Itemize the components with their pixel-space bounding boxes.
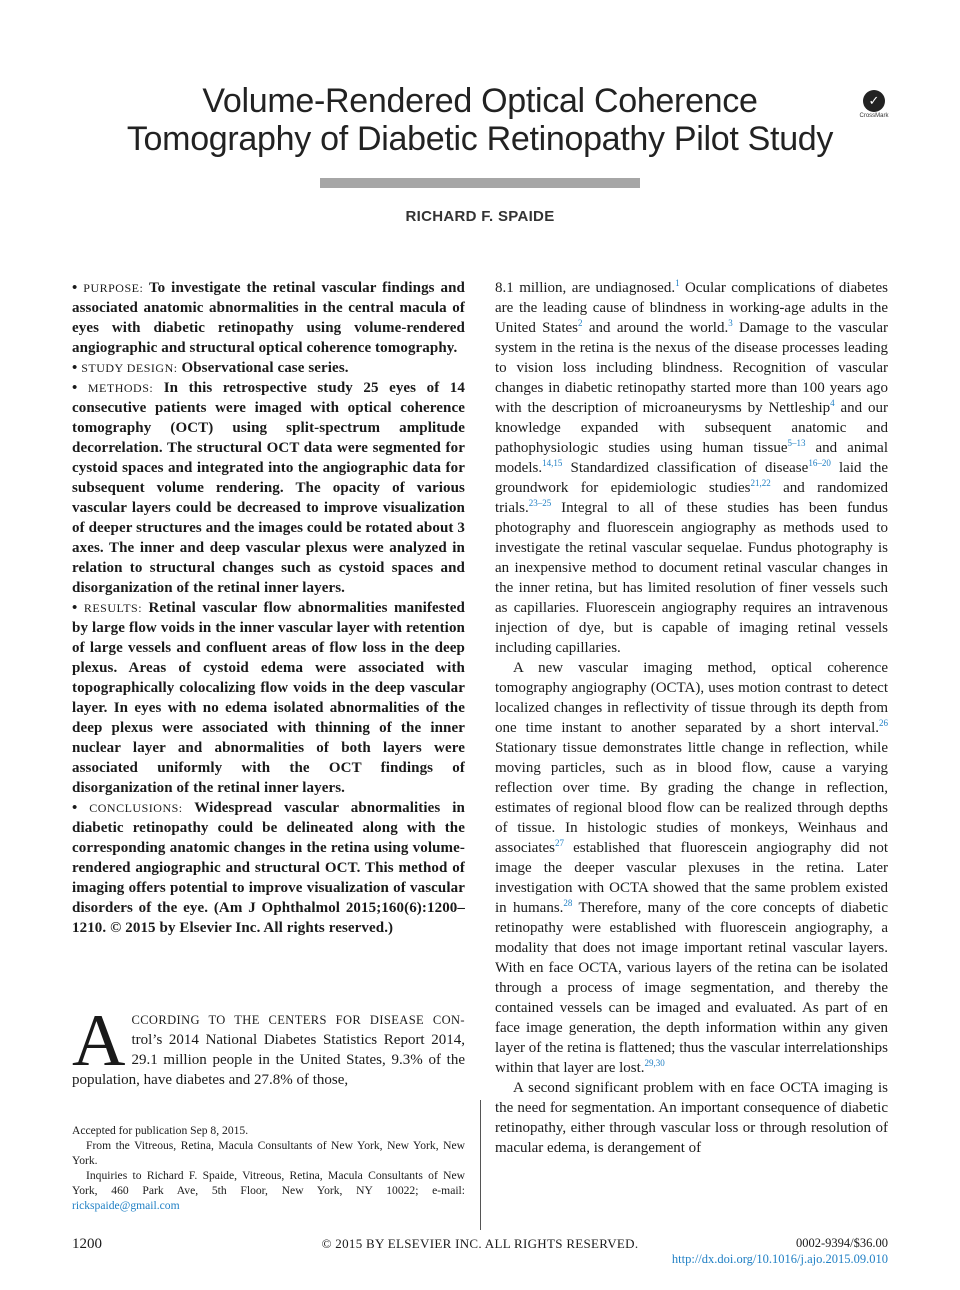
results-text: Retinal vascular flow abnormalities mani… bbox=[72, 600, 465, 796]
abstract-methods: • METHODS: In this retrospective study 2… bbox=[72, 380, 466, 596]
methods-label: METHODS: bbox=[87, 381, 154, 395]
purpose-label: PURPOSE: bbox=[83, 281, 144, 295]
copyright-line: © 2015 BY ELSEVIER INC. ALL RIGHTS RESER… bbox=[321, 1236, 639, 1251]
crossmark-label: CrossMark bbox=[859, 113, 889, 119]
intro-paragraph: A CCORDING TO THE CENTERS FOR DISEASE CON… bbox=[72, 1000, 465, 1090]
footnote-affiliation: From the Vitreous, Retina, Macula Consul… bbox=[72, 1139, 465, 1167]
article-title: Volume-Rendered Optical Coherence Tomogr… bbox=[100, 82, 860, 158]
crossmark-badge[interactable]: ✓ CrossMark bbox=[858, 90, 890, 119]
abstract-design: • STUDY DESIGN: Observational case serie… bbox=[72, 360, 349, 376]
footnote-accepted: Accepted for publication Sep 8, 2015. bbox=[72, 1124, 249, 1137]
column-divider bbox=[480, 1100, 481, 1230]
abstract-purpose: • PURPOSE: To investigate the retinal va… bbox=[72, 280, 465, 356]
citation-ref[interactable]: 3 bbox=[728, 318, 733, 328]
author-name: RICHARD F. SPAIDE bbox=[405, 208, 555, 225]
body-paragraph-1: 8.1 million, are undiagnosed.1 Ocular co… bbox=[495, 278, 889, 657]
citation-ref[interactable]: 14,15 bbox=[542, 458, 563, 468]
title-line-2: Tomography of Diabetic Retinopathy Pilot… bbox=[126, 120, 834, 158]
citation-ref[interactable]: 1 bbox=[675, 278, 680, 288]
abstract: • PURPOSE: To investigate the retinal va… bbox=[72, 278, 465, 938]
citation-ref[interactable]: 2 bbox=[578, 318, 583, 328]
crossmark-icon: ✓ bbox=[863, 90, 885, 112]
citation-ref[interactable]: 4 bbox=[830, 398, 835, 408]
doi-link[interactable]: http://dx.doi.org/10.1016/j.ajo.2015.09.… bbox=[671, 1252, 888, 1266]
design-label: STUDY DESIGN: bbox=[81, 361, 178, 375]
page-number: 1200 bbox=[72, 1236, 102, 1252]
citation-ref[interactable]: 29,30 bbox=[644, 1058, 665, 1068]
citation-ref[interactable]: 16–20 bbox=[808, 458, 831, 468]
methods-text: In this retrospective study 25 eyes of 1… bbox=[72, 380, 466, 596]
citation-ref[interactable]: 21,22 bbox=[750, 478, 771, 488]
body-right-column: 8.1 million, are undiagnosed.1 Ocular co… bbox=[495, 278, 888, 1158]
issn-price: 0002-9394/$36.00 bbox=[795, 1236, 888, 1250]
citation-ref[interactable]: 26 bbox=[879, 718, 888, 728]
conclusions-text: Widespread vascular abnormalities in dia… bbox=[72, 800, 465, 936]
drop-cap: A bbox=[72, 1000, 126, 1082]
body-paragraph-3: A second significant problem with en fac… bbox=[495, 1080, 888, 1156]
citation-ref[interactable]: 28 bbox=[563, 898, 573, 908]
conclusions-label: CONCLUSIONS: bbox=[89, 801, 183, 815]
citation-ref[interactable]: 5–13 bbox=[787, 438, 806, 448]
results-label: RESULTS: bbox=[83, 601, 143, 615]
intro-text: trol’s 2014 National Diabetes Statistics… bbox=[72, 1032, 465, 1088]
abstract-conclusions: • CONCLUSIONS: Widespread vascular abnor… bbox=[72, 800, 465, 936]
intro-smallcaps: CCORDING TO THE CENTERS FOR DISEASE CON- bbox=[131, 1013, 465, 1027]
footnotes: Accepted for publication Sep 8, 2015. Fr… bbox=[72, 1123, 465, 1213]
title-rule bbox=[320, 178, 640, 188]
inquiries-text: Inquiries to Richard F. Spaide, Vitreous… bbox=[72, 1169, 465, 1197]
citation-ref[interactable]: 27 bbox=[554, 838, 564, 848]
footnote-inquiries: Inquiries to Richard F. Spaide, Vitreous… bbox=[72, 1168, 465, 1213]
design-text: Observational case series. bbox=[181, 360, 349, 376]
purpose-text: To investigate the retinal vascular find… bbox=[72, 280, 465, 356]
abstract-results: • RESULTS: Retinal vascular flow abnorma… bbox=[72, 600, 465, 796]
email-link[interactable]: rickspaide@gmail.com bbox=[72, 1199, 180, 1212]
body-paragraph-2: A new vascular imaging method, optical c… bbox=[495, 660, 888, 1076]
title-line-1: Volume-Rendered Optical Coherence bbox=[202, 82, 758, 120]
citation-ref[interactable]: 23–25 bbox=[528, 498, 552, 508]
